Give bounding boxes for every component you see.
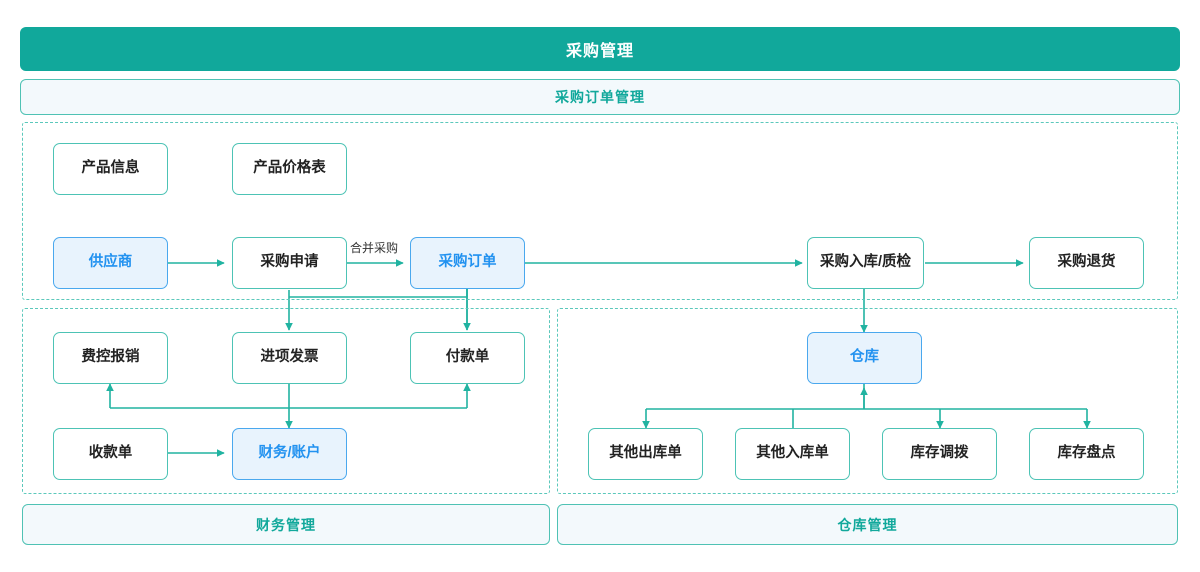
node-purchase-receipt-qc[interactable]: 采购入库/质检 xyxy=(807,237,924,289)
node-receipt-voucher[interactable]: 收款单 xyxy=(53,428,168,480)
node-payment-voucher[interactable]: 付款单 xyxy=(410,332,525,384)
node-purchase-order[interactable]: 采购订单 xyxy=(410,237,525,289)
node-purchase-return[interactable]: 采购退货 xyxy=(1029,237,1144,289)
group-finance xyxy=(22,308,550,494)
node-stock-count[interactable]: 库存盘点 xyxy=(1029,428,1144,480)
node-input-invoice[interactable]: 进项发票 xyxy=(232,332,347,384)
node-purchase-request[interactable]: 采购申请 xyxy=(232,237,347,289)
group-warehouse xyxy=(557,308,1178,494)
node-expense-reimbursement[interactable]: 费控报销 xyxy=(53,332,168,384)
node-supplier[interactable]: 供应商 xyxy=(53,237,168,289)
page-title-banner: 采购管理 xyxy=(20,27,1180,71)
node-product-info[interactable]: 产品信息 xyxy=(53,143,168,195)
node-warehouse[interactable]: 仓库 xyxy=(807,332,922,384)
node-stock-transfer[interactable]: 库存调拨 xyxy=(882,428,997,480)
node-other-inbound[interactable]: 其他入库单 xyxy=(735,428,850,480)
edge-label-merge-purchase: 合并采购 xyxy=(350,241,399,255)
node-other-outbound[interactable]: 其他出库单 xyxy=(588,428,703,480)
section-title-purchase-order-management: 采购订单管理 xyxy=(20,79,1180,115)
footer-finance-management: 财务管理 xyxy=(22,504,550,545)
node-finance-account[interactable]: 财务/账户 xyxy=(232,428,347,480)
node-product-price-list[interactable]: 产品价格表 xyxy=(232,143,347,195)
group-purchase-order-flow xyxy=(22,122,1178,300)
footer-warehouse-management: 仓库管理 xyxy=(557,504,1178,545)
